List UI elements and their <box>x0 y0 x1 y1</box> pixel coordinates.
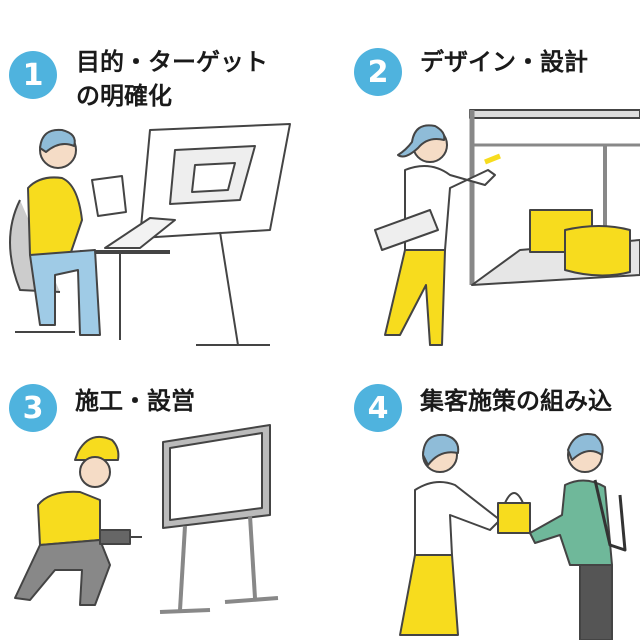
step-2-title: デザイン・設計 <box>420 45 588 79</box>
step-3-badge: 3 <box>9 384 57 432</box>
design-illustration <box>374 109 640 346</box>
promotion-illustration <box>399 433 627 640</box>
construction-illustration <box>14 424 279 614</box>
step-2-title-line1: デザイン・設計 <box>420 48 588 76</box>
step-1-title-line2: の明確化 <box>76 82 172 110</box>
step-3-title-line1: 施工・設営 <box>75 387 195 415</box>
step-1-title: 目的・ターゲット の明確化 <box>76 45 268 113</box>
step-4-title: 集客施策の組み込 <box>420 384 612 418</box>
step-1-badge: 1 <box>9 51 57 99</box>
step-1-title-line1: 目的・ターゲット <box>76 48 268 76</box>
step-2-badge: 2 <box>354 48 402 96</box>
step-3-title: 施工・設営 <box>75 384 195 418</box>
step-4-badge: 4 <box>354 384 402 432</box>
planning-illustration <box>9 123 291 346</box>
step-4-title-line1: 集客施策の組み込 <box>420 387 612 415</box>
